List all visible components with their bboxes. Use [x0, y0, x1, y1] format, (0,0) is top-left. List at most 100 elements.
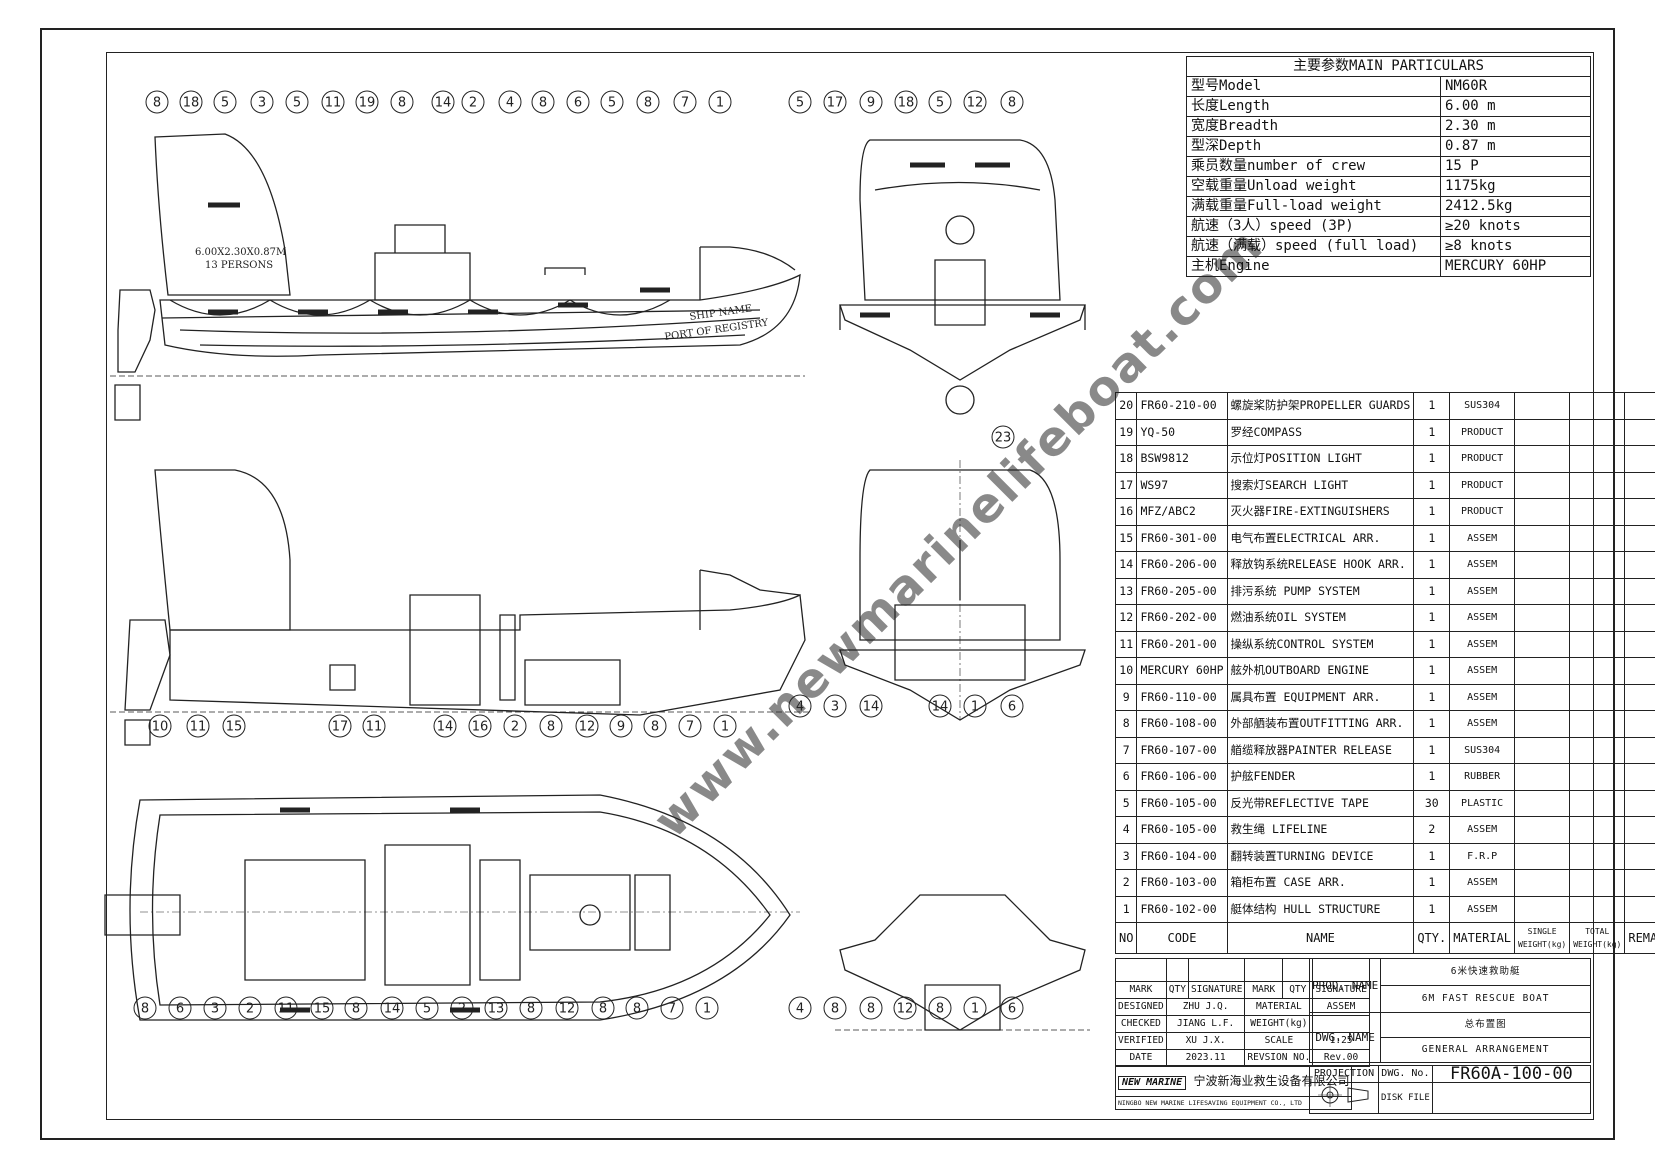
- part-no: 17: [1114, 471, 1138, 499]
- product-name-block: PROD. NAME 6米快速救助艇 6M FAST RESCUE BOAT D…: [1308, 958, 1591, 1063]
- callout-number: 15: [314, 1002, 331, 1017]
- part-remark: [1624, 551, 1655, 579]
- part-remark: [1624, 392, 1655, 420]
- callout-circle: [963, 90, 987, 114]
- part-remark: [1624, 604, 1655, 632]
- part-single-weight: [1514, 683, 1571, 711]
- callout-front_mid-5: 6: [1000, 694, 1024, 718]
- callout-side_mid-9: 12: [575, 714, 599, 738]
- col-signature: SIGNATURE: [1187, 981, 1246, 999]
- callout-side_top-1: 18: [179, 90, 203, 114]
- callout-front_mid-4: 1: [963, 694, 987, 718]
- part-qty: 1: [1413, 736, 1451, 764]
- part-remark: [1624, 789, 1655, 817]
- callout-circle: [213, 90, 237, 114]
- part-code: FR60-103-00: [1136, 869, 1228, 897]
- callout-front_top-3: 18: [894, 90, 918, 114]
- part-remark: [1624, 418, 1655, 446]
- callout-circle: [179, 90, 203, 114]
- callout-circle: [823, 90, 847, 114]
- callout-number: 4: [796, 700, 804, 715]
- callout-side_top-8: 14: [431, 90, 455, 114]
- callout-circle: [285, 90, 309, 114]
- part-single-weight: [1514, 736, 1571, 764]
- callout-front_mid-1: 3: [823, 694, 847, 718]
- callout-circle: [431, 90, 455, 114]
- callout-circle: [145, 90, 169, 114]
- callout-circle: [433, 714, 457, 738]
- part-material: F.R.P: [1449, 842, 1516, 870]
- callout-circle: [133, 996, 157, 1020]
- part-code: FR60-110-00: [1136, 683, 1228, 711]
- parts-row: 16 MFZ/ABC2 灭火器FIRE-EXTINGUISHERS 1 PROD…: [1114, 498, 1655, 526]
- part-no: 12: [1114, 604, 1138, 632]
- part-remark: [1624, 471, 1655, 499]
- parts-row: 14 FR60-206-00 释放钩系统RELEASE HOOK ARR. 1 …: [1114, 551, 1655, 579]
- callout-plan-4: 11: [274, 996, 298, 1020]
- callout-plan-14: 8: [625, 996, 649, 1020]
- checked-by: JIANG L.F.: [1165, 1015, 1246, 1033]
- callout-circle: [859, 90, 883, 114]
- parts-row: 2 FR60-103-00 箱柜布置 CASE ARR. 1 ASSEM: [1114, 869, 1655, 897]
- callout-number: 5: [796, 96, 804, 111]
- parts-row: 1 FR60-102-00 艇体结构 HULL STRUCTURE 1 ASSE…: [1114, 895, 1655, 923]
- part-no: 18: [1114, 445, 1138, 473]
- verified-label: VERIFIED: [1115, 1032, 1167, 1050]
- callout-circle: [963, 694, 987, 718]
- callout-number: 15: [226, 720, 243, 735]
- revision-signature-table: MARK QTY SIGNATURE MARK QTY SIGNATURE DE…: [1115, 958, 1370, 1067]
- callout-side_top-7: 8: [390, 90, 414, 114]
- callout-number: 1: [703, 1002, 711, 1017]
- drawing-number-block: PROJECTION DWG. No. FR60A-100-00 DISK FI…: [1309, 1065, 1592, 1114]
- callout-number: 18: [183, 96, 200, 111]
- callout-number: 8: [599, 1002, 607, 1017]
- part-total-weight: [1569, 683, 1626, 711]
- part-total-weight: [1569, 630, 1626, 658]
- part-material: ASSEM: [1449, 551, 1516, 579]
- designed-by: ZHU J.Q.: [1165, 998, 1246, 1016]
- header-qty: QTY.: [1413, 922, 1451, 954]
- prod-name-en: 6M FAST RESCUE BOAT: [1380, 985, 1591, 1013]
- part-no: 1: [1114, 895, 1138, 923]
- callout-number: 14: [863, 700, 880, 715]
- callout-circle: [519, 996, 543, 1020]
- callout-number: 3: [258, 96, 266, 111]
- callout-circle: [823, 996, 847, 1020]
- particular-value: ≥8 knots: [1440, 236, 1591, 257]
- part-remark: [1624, 816, 1655, 844]
- callout-plan-7: 14: [380, 996, 404, 1020]
- callout-number: 5: [221, 96, 229, 111]
- part-qty: 1: [1413, 551, 1451, 579]
- callout-circle: [928, 996, 952, 1020]
- callout-circle: [566, 90, 590, 114]
- callout-circle: [344, 996, 368, 1020]
- parts-row: 15 FR60-301-00 电气布置ELECTRICAL ARR. 1 ASS…: [1114, 524, 1655, 552]
- callout-number: 14: [435, 96, 452, 111]
- part-total-weight: [1569, 524, 1626, 552]
- particular-value: NM60R: [1440, 76, 1591, 97]
- part-no: 2: [1114, 869, 1138, 897]
- part-total-weight: [1569, 736, 1626, 764]
- part-code: YQ-50: [1136, 418, 1228, 446]
- callout-side_top-4: 5: [285, 90, 309, 114]
- callout-number: 1: [721, 720, 729, 735]
- callout-circle: [468, 714, 492, 738]
- part-name: 螺旋桨防护架PROPELLER GUARDS: [1226, 392, 1415, 420]
- callout-plan-16: 1: [695, 996, 719, 1020]
- callout-number: 5: [936, 96, 944, 111]
- callout-number: 8: [1008, 96, 1016, 111]
- callout-side_mid-4: 11: [362, 714, 386, 738]
- part-qty: 1: [1413, 604, 1451, 632]
- col-mark: MARK: [1115, 981, 1167, 999]
- dwg-no-value: FR60A-100-00: [1431, 1065, 1592, 1083]
- callout-number: 6: [1008, 700, 1016, 715]
- callout-number: 10: [152, 720, 169, 735]
- callout-side_mid-5: 14: [433, 714, 457, 738]
- callout-circle: [859, 996, 883, 1020]
- part-code: FR60-202-00: [1136, 604, 1228, 632]
- part-single-weight: [1514, 418, 1571, 446]
- parts-list-table: 20 FR60-210-00 螺旋桨防护架PROPELLER GUARDS 1 …: [1114, 392, 1655, 954]
- callout-side_mid-3: 17: [328, 714, 352, 738]
- callout-circle: [321, 90, 345, 114]
- callout-number: 1: [971, 1002, 979, 1017]
